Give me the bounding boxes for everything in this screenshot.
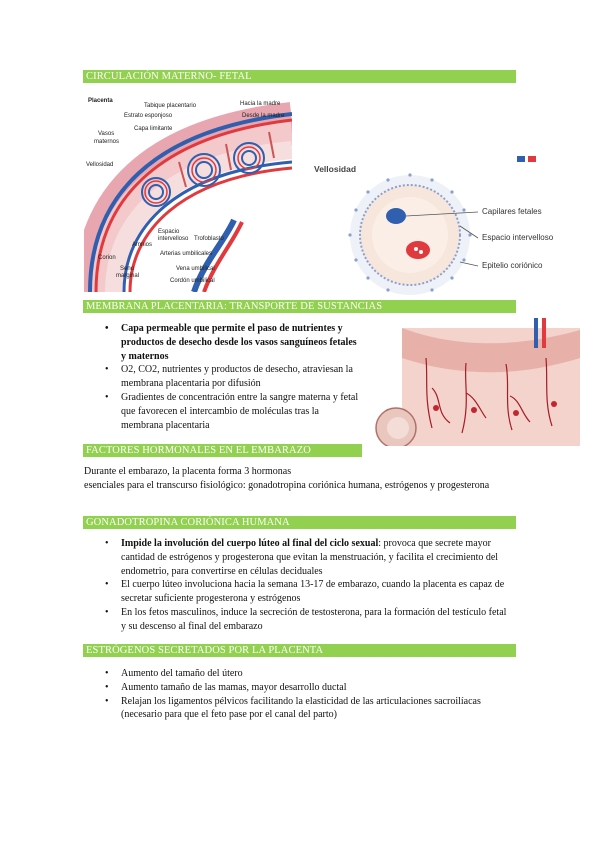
section-title: MEMBRANA PLACENTARIA: TRANSPORTE DE SUST…	[86, 301, 383, 312]
label-espacio-intervelloso: Espacio intervelloso	[482, 233, 554, 242]
list-item: El cuerpo lúteo involuciona hacia la sem…	[105, 578, 509, 606]
label-capa: Capa limitante	[134, 126, 173, 132]
label-vellosidad: Vellosidad	[86, 162, 113, 168]
list-item: En los fetos masculinos, induce la secre…	[105, 606, 509, 634]
hcg-list: Impide la involución del cuerpo lúteo al…	[105, 537, 509, 634]
section-title: FACTORES HORMONALES EN EL EMBARAZO	[86, 445, 311, 456]
label-vasos-1: Vasos	[98, 131, 114, 137]
list-item: Gradientes de concentración entre la san…	[105, 391, 361, 432]
label-seno-2: marginal	[116, 273, 139, 279]
list-item: O2, CO2, nutrientes y productos de desec…	[105, 363, 361, 391]
label-capilares: Capilares fetales	[482, 207, 542, 216]
hormonal-paragraph: Durante el embarazo, la placenta forma 3…	[84, 465, 514, 493]
label-trofoblasto: Trofoblasto	[194, 236, 224, 242]
section-title: ESTRÓGENOS SECRETADOS POR LA PLACENTA	[86, 645, 324, 656]
list-item: Aumento del tamaño del útero	[105, 667, 509, 681]
label-placenta: Placenta	[88, 98, 113, 104]
label-arterias: Arterias umbilicales	[160, 251, 212, 257]
label-tabique: Tabique placentario	[144, 103, 197, 109]
section-header-factores: FACTORES HORMONALES EN EL EMBARAZO	[83, 444, 362, 457]
placenta-tissue-illustration	[366, 318, 580, 446]
list-item: Relajan los ligamentos pélvicos facilita…	[105, 695, 509, 723]
placenta-diagram: Placenta Tabique placentario Hacia la ma…	[84, 92, 292, 292]
section-header-estrogenos: ESTRÓGENOS SECRETADOS POR LA PLACENTA	[83, 644, 516, 657]
section-header-circulacion: CIRCULACIÓN MATERNO- FETAL	[83, 70, 516, 83]
estrogenos-list: Aumento del tamaño del útero Aumento tam…	[105, 667, 509, 723]
label-espacio-1: Espacio	[158, 229, 180, 235]
label-vasos-2: maternos	[94, 139, 119, 145]
section-header-hcg: GONADOTROPINA CORIÓNICA HUMANA	[83, 516, 516, 529]
list-item: Impide la involución del cuerpo lúteo al…	[105, 537, 509, 578]
label-seno-1: Seno	[120, 266, 135, 272]
label-amnios: Amnios	[132, 242, 152, 248]
label-hacia-madre: Hacia la madre	[240, 101, 281, 107]
section-title: GONADOTROPINA CORIÓNICA HUMANA	[86, 517, 290, 528]
paragraph-line-1: Durante el embarazo, la placenta forma 3…	[84, 466, 292, 477]
section-header-membrana: MEMBRANA PLACENTARIA: TRANSPORTE DE SUST…	[83, 300, 516, 313]
label-vena: Vena umbilical	[176, 266, 215, 272]
list-item: Capa permeable que permite el paso de nu…	[105, 322, 361, 363]
label-vellosidad-2: Vellosidad	[314, 164, 356, 174]
label-estrato: Estrato esponjoso	[124, 113, 173, 119]
list-item: Aumento tamaño de las mamas, mayor desar…	[105, 681, 509, 695]
label-cordon: Cordón umbilical	[170, 278, 215, 284]
label-desde-madre: Desde la madre	[242, 113, 285, 119]
villus-diagram: Vellosidad Capilares fetales Espacio int…	[310, 150, 572, 295]
label-corion: Corion	[98, 255, 116, 261]
membrana-list: Capa permeable que permite el paso de nu…	[105, 322, 361, 432]
paragraph-line-2: esenciales para el transcurso fisiológic…	[84, 480, 490, 491]
section-title: CIRCULACIÓN MATERNO- FETAL	[86, 71, 252, 82]
label-epitelio: Epitelio coriónico	[482, 261, 543, 270]
label-espacio-2: intervelloso	[158, 236, 189, 242]
